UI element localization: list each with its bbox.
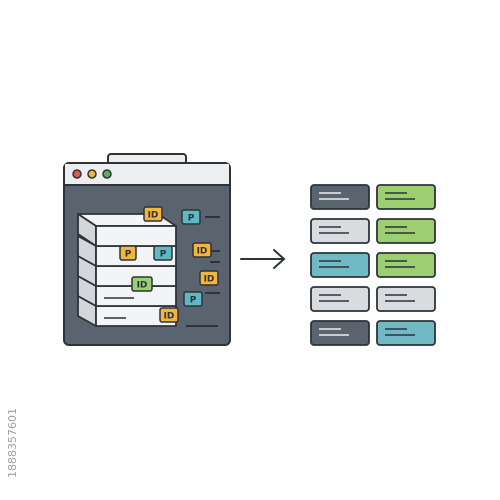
- maximize-dot-icon: [102, 169, 112, 179]
- watermark-id: 1888357601: [6, 408, 19, 478]
- svg-text:ID: ID: [148, 211, 159, 221]
- id-tag-3: ID: [199, 270, 219, 286]
- svg-text:P: P: [160, 250, 167, 260]
- table-cell: [376, 184, 436, 210]
- close-dot-icon: [72, 169, 82, 179]
- table-cell: [376, 218, 436, 244]
- table-cell: [310, 252, 370, 278]
- window-title-bar: [65, 164, 229, 185]
- p-tag-3: P: [153, 245, 173, 261]
- svg-text:P: P: [125, 250, 132, 260]
- id-tag-1: ID: [143, 206, 163, 222]
- minimize-dot-icon: [87, 169, 97, 179]
- svg-text:ID: ID: [197, 247, 208, 257]
- table-cell: [376, 252, 436, 278]
- p-tag-1: P: [181, 209, 201, 225]
- svg-text:P: P: [188, 214, 195, 224]
- document-stack: [77, 213, 177, 327]
- table-cell: [310, 286, 370, 312]
- table-cell: [310, 320, 370, 346]
- id-tag-green: ID: [131, 276, 153, 292]
- svg-text:ID: ID: [137, 281, 148, 291]
- table-cell: [310, 218, 370, 244]
- svg-text:P: P: [190, 296, 197, 306]
- p-tag-4: P: [183, 291, 203, 307]
- table-cell: [376, 286, 436, 312]
- svg-text:ID: ID: [164, 312, 175, 322]
- table-cell: [376, 320, 436, 346]
- p-tag-2: P: [119, 245, 137, 261]
- structured-table: [310, 184, 436, 346]
- id-tag-4: ID: [159, 307, 179, 323]
- arrow-right-icon: [240, 249, 286, 269]
- id-tag-2: ID: [192, 242, 212, 258]
- table-cell: [310, 184, 370, 210]
- svg-text:ID: ID: [204, 275, 215, 285]
